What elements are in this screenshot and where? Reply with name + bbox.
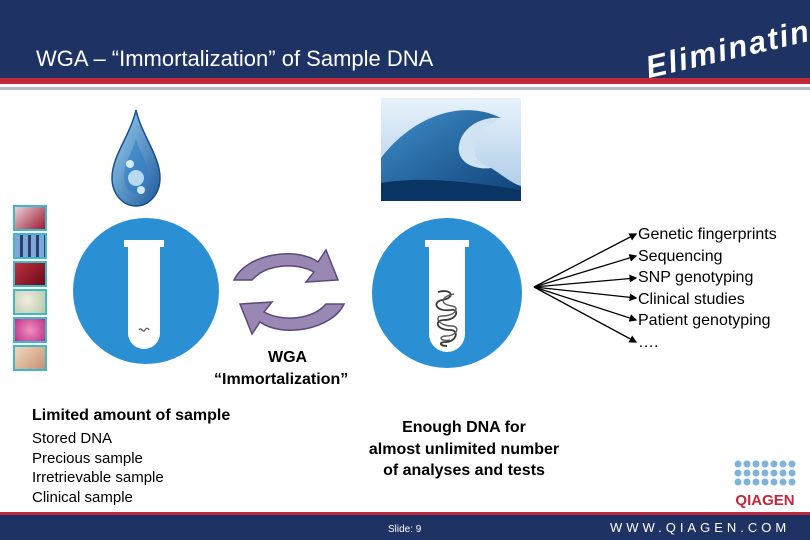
list-item: Clinical studies <box>638 289 777 311</box>
slide-number: Slide: 9 <box>388 524 421 535</box>
water-drop-icon <box>108 108 164 208</box>
filled-test-tube-rim <box>425 240 469 247</box>
list-item: Patient genotyping <box>638 310 777 332</box>
dna-squiggle-icon <box>137 324 151 336</box>
logo-text: QIAGEN <box>735 492 794 509</box>
immortalization-label: “Immortalization” <box>214 371 348 389</box>
limited-sample-heading: Limited amount of sample <box>32 407 230 425</box>
enough-dna-text: Enough DNA for almost unlimited number o… <box>344 417 584 482</box>
text-line: of analyses and tests <box>344 460 584 482</box>
text-line: almost unlimited number <box>344 439 584 461</box>
application-list: Genetic fingerprints Sequencing SNP geno… <box>638 224 777 353</box>
sample-type-list: Stored DNA Precious sample Irretrievable… <box>32 429 164 507</box>
list-item: Sequencing <box>638 246 777 268</box>
qiagen-logo: QIAGEN <box>730 458 800 510</box>
list-item: Stored DNA <box>32 429 164 449</box>
text-line: Enough DNA for <box>344 417 584 439</box>
test-tube-icon <box>128 244 160 349</box>
cycle-arrows-icon <box>226 246 352 338</box>
brand-wordmark: Eliminating <box>640 0 810 78</box>
thumbnail-cells <box>13 289 47 315</box>
page-title: WGA – “Immortalization” of Sample DNA <box>36 46 433 72</box>
list-item: …. <box>638 332 777 354</box>
filled-test-tube-icon <box>429 244 465 352</box>
dna-coil-icon <box>432 288 462 348</box>
wave-image <box>381 98 521 201</box>
thumbnail-swab <box>13 345 47 371</box>
brand-word: Eliminating <box>642 8 810 78</box>
application-arrows <box>530 222 642 354</box>
thumbnail-blood <box>13 261 47 287</box>
list-item: Irretrievable sample <box>32 468 164 488</box>
thumbnail-blood-card <box>13 205 47 231</box>
list-item: Clinical sample <box>32 488 164 508</box>
list-item: Genetic fingerprints <box>638 224 777 246</box>
thumbnail-tissue <box>13 317 47 343</box>
list-item: SNP genotyping <box>638 267 777 289</box>
wga-label: WGA <box>268 349 307 367</box>
website-url: WWW.QIAGEN.COM <box>610 520 790 535</box>
test-tube-rim <box>124 240 164 247</box>
header-divider-gray <box>0 87 810 90</box>
list-item: Precious sample <box>32 449 164 469</box>
thumbnail-tubes <box>13 233 47 259</box>
